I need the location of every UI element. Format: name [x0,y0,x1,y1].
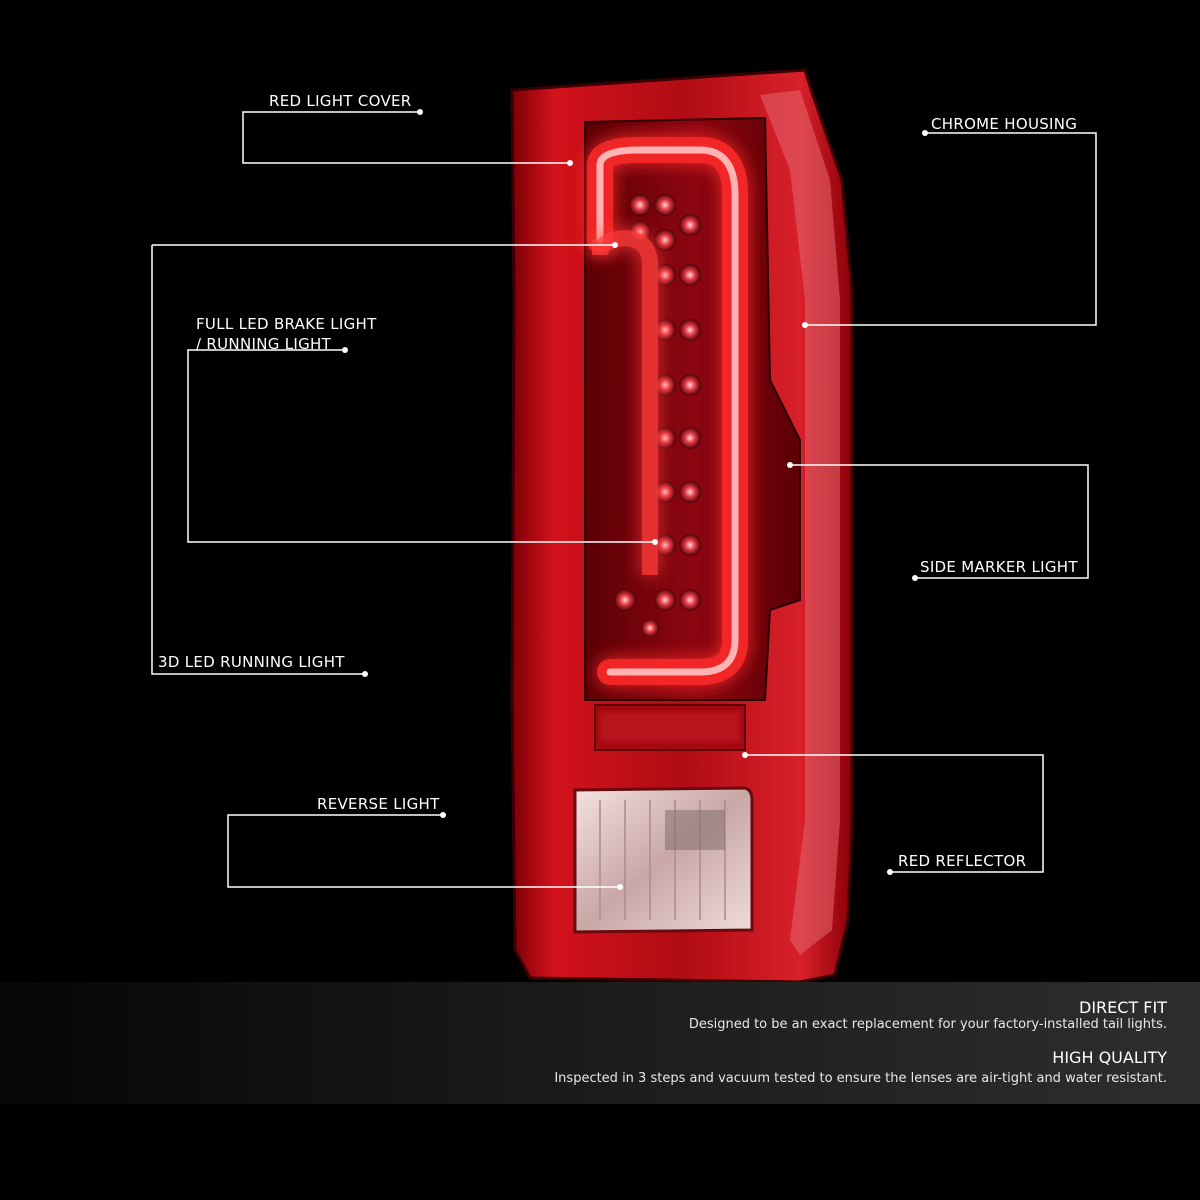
led-light-bar-core [596,146,739,676]
callout-red-light-cover: RED LIGHT COVER [269,92,412,110]
feature-text-direct-fit: Designed to be an exact replacement for … [688,1017,1167,1032]
leader-lines [151,111,1097,888]
callout-full-led-brake-line2: / RUNNING LIGHT [196,335,332,353]
inner-tube-glow [592,229,658,575]
callout-3d-led-running-light: 3D LED RUNNING LIGHT [158,653,345,671]
leader-dots [342,109,928,890]
chrome-housing-shape [760,90,840,955]
callout-full-led-brake-line1: FULL LED BRAKE LIGHT [196,315,377,333]
callout-reverse-light: REVERSE LIGHT [317,795,440,813]
callout-red-reflector: RED REFLECTOR [898,852,1027,870]
features-panel: DIRECT FIT Designed to be an exact repla… [0,982,1200,1104]
feature-title-direct-fit: DIRECT FIT [1079,998,1167,1017]
feature-text-high-quality: Inspected in 3 steps and vacuum tested t… [554,1071,1167,1086]
callout-chrome-housing: CHROME HOUSING [931,115,1078,133]
feature-title-high-quality: HIGH QUALITY [1052,1048,1167,1067]
callout-side-marker-light: SIDE MARKER LIGHT [920,558,1078,576]
